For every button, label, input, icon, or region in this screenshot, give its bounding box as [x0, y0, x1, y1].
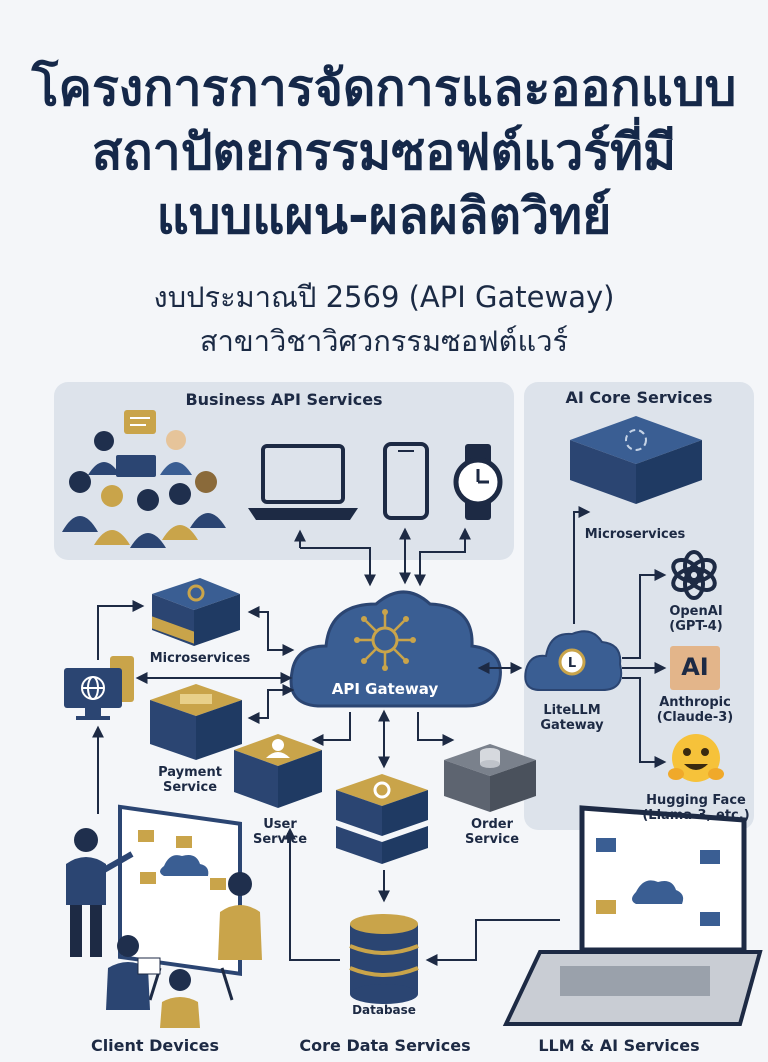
- ai-core-title: AI Core Services: [565, 388, 713, 407]
- globe-monitor-icon: [64, 656, 134, 720]
- hugging-face-label: Hugging Face (Llama-3, etc.): [642, 793, 750, 823]
- litellm-cloud-icon: L: [524, 630, 623, 691]
- database-icon: [349, 914, 419, 1004]
- payment-box-icon: [150, 684, 242, 760]
- svg-text:L: L: [568, 656, 576, 671]
- litellm-gateway-label: LiteLLM Gateway: [540, 703, 604, 733]
- business-api-title: Business API Services: [185, 390, 383, 409]
- ai-microservices-label: Microservices: [584, 527, 686, 542]
- client-devices-label: Client Devices: [90, 1036, 220, 1055]
- anthropic-label: Anthropic (Claude-3): [656, 695, 734, 725]
- openai-logo-icon: [671, 550, 717, 600]
- database-label: Database: [352, 1003, 416, 1017]
- hugging-face-icon: [668, 734, 724, 782]
- payment-service-label: Payment Service: [158, 765, 222, 795]
- order-box-icon: [444, 744, 536, 812]
- title-line-1: โครงการการจัดการและออกแบบ: [31, 59, 737, 117]
- watch-icon: [453, 444, 503, 520]
- connector-arrows: [92, 506, 667, 966]
- api-gateway-cloud-icon: [289, 590, 502, 708]
- anthropic-logo-icon: [670, 646, 720, 690]
- title-line-2: สถาปัตยกรรมซอฟต์แวร์ที่มี: [91, 123, 677, 181]
- title-line-3: แบบแผน-ผลผลิตวิทย์: [156, 187, 612, 245]
- phone-icon: [383, 442, 429, 520]
- subtitle-line-2: สาขาวิชาวิศวกรรมซอฟต์แวร์: [199, 324, 569, 358]
- meeting-people-icon: [62, 410, 226, 548]
- microservices-box-icon: [152, 578, 240, 646]
- openai-label: OpenAI (GPT-4): [669, 604, 723, 634]
- whiteboard-presenter-icon: [66, 804, 262, 1028]
- llm-laptop-icon: [502, 805, 763, 1026]
- laptop-icon: [248, 444, 358, 520]
- microservices-label: Microservices: [149, 651, 251, 666]
- subtitle-line-1: งบประมาณปี 2569 (API Gateway): [153, 280, 615, 314]
- core-server-stack-icon: [336, 774, 428, 864]
- anthropic-logo-text: AI: [681, 653, 709, 681]
- user-service-label: User Service: [252, 817, 308, 847]
- ai-core-box-icon: [570, 416, 702, 504]
- llm-ai-services-label: LLM & AI Services: [538, 1036, 700, 1055]
- api-gateway-label: API Gateway: [331, 680, 439, 698]
- user-box-icon: [234, 734, 322, 808]
- core-data-services-label: Core Data Services: [299, 1036, 471, 1055]
- order-service-label: Order Service: [464, 817, 520, 847]
